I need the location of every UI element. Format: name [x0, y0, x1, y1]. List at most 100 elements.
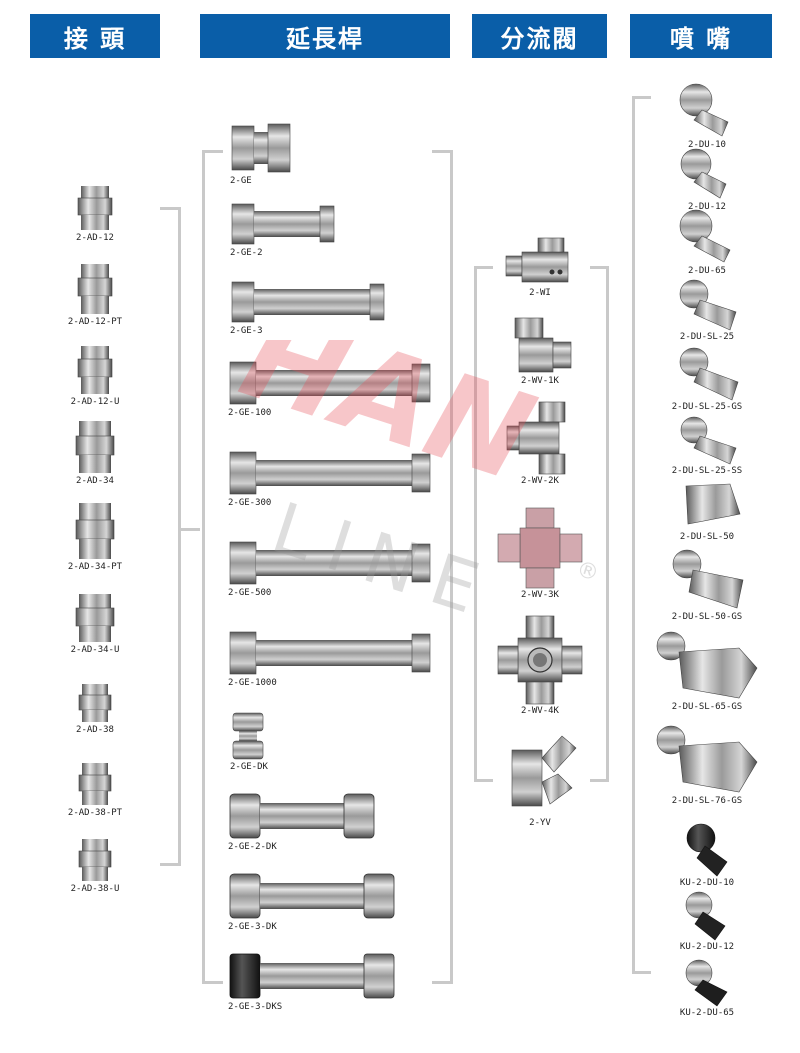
- product-label: 2-AD-34-PT: [67, 562, 123, 572]
- product-2-ge[interactable]: 2-GE: [230, 120, 300, 187]
- header-nozzles: 噴 嘴: [630, 14, 772, 58]
- product-label: 2-GE-2: [230, 248, 263, 258]
- extension-icon: [229, 361, 431, 405]
- manifolds-bracket-left: [474, 266, 493, 782]
- adapter-icon: [78, 684, 112, 722]
- adapter-icon: [78, 839, 112, 881]
- product-2-ad-34[interactable]: 2-AD-34: [50, 418, 140, 487]
- product-2-ad-34-u[interactable]: 2-AD-34-U: [50, 591, 140, 656]
- product-2-du-sl-65-gs[interactable]: 2-DU-SL-65-GS: [654, 628, 760, 713]
- nozzle-icon: [686, 823, 728, 877]
- product-ku-2-du-65[interactable]: KU-2-DU-65: [663, 958, 751, 1019]
- extension-icon: [232, 712, 264, 760]
- adapter-icon: [75, 503, 115, 559]
- product-2-wv-1k[interactable]: 2-WV-1K: [500, 316, 580, 387]
- product-2-ge-100[interactable]: 2-GE-100: [228, 358, 436, 419]
- product-2-du-sl-25-ss[interactable]: 2-DU-SL-25-SS: [663, 414, 751, 477]
- product-2-du-sl-25[interactable]: 2-DU-SL-25: [663, 276, 751, 343]
- product-2-ge-2-dk[interactable]: 2-GE-2-DK: [228, 790, 378, 853]
- product-2-ge-2[interactable]: 2-GE-2: [230, 200, 340, 259]
- product-label: 2-DU-SL-50: [679, 532, 735, 542]
- product-2-ad-38[interactable]: 2-AD-38: [50, 681, 140, 736]
- adapter-icon: [77, 264, 113, 314]
- product-2-ad-12[interactable]: 2-AD-12: [50, 183, 140, 244]
- product-label: 2-DU-12: [688, 202, 726, 212]
- product-2-du-sl-76-gs[interactable]: 2-DU-SL-76-GS: [654, 722, 760, 807]
- manifolds-bracket-right: [590, 266, 609, 782]
- product-label: 2-AD-12: [76, 233, 114, 243]
- extension-icon: [229, 873, 395, 919]
- product-2-wv-2k[interactable]: 2-WV-2K: [500, 400, 580, 487]
- nozzle-icon: [656, 631, 758, 699]
- product-2-ge-500[interactable]: 2-GE-500: [228, 538, 436, 599]
- product-2-ad-34-pt[interactable]: 2-AD-34-PT: [50, 500, 140, 573]
- nozzle-icon: [672, 549, 744, 609]
- product-label: 2-AD-38: [76, 725, 114, 735]
- product-2-du-sl-25-gs[interactable]: 2-DU-SL-25-GS: [663, 344, 751, 413]
- product-2-wv-3k[interactable]: 2-WV-3K: [496, 506, 584, 601]
- extension-icon: [229, 793, 375, 839]
- product-label: 2-YV: [529, 818, 551, 828]
- adapter-icon: [75, 594, 115, 642]
- product-2-du-12[interactable]: 2-DU-12: [663, 146, 751, 213]
- adapter-icon: [78, 763, 112, 805]
- product-2-wi[interactable]: 2-WI: [500, 236, 580, 299]
- adapters-connector: [178, 528, 200, 531]
- product-label: 2-GE: [230, 176, 252, 186]
- product-2-ge-1000[interactable]: 2-GE-1000: [228, 628, 436, 689]
- product-label: 2-GE-300: [228, 498, 272, 508]
- nozzle-icon: [679, 279, 737, 331]
- product-2-du-sl-50-gs[interactable]: 2-DU-SL-50-GS: [660, 546, 754, 623]
- nozzle-icon: [679, 347, 739, 401]
- product-2-wv-4k[interactable]: 2-WV-4K: [496, 614, 584, 717]
- extension-icon: [231, 281, 385, 323]
- product-label: 2-GE-1000: [228, 678, 277, 688]
- adapter-icon: [77, 346, 113, 394]
- header-adapters: 接 頭: [30, 14, 160, 58]
- manifold-icon: [511, 735, 577, 807]
- product-label: 2-AD-12-PT: [67, 317, 123, 327]
- product-label: 2-DU-SL-25-GS: [671, 402, 743, 412]
- product-2-yv[interactable]: 2-YV: [500, 730, 580, 829]
- product-2-ge-300[interactable]: 2-GE-300: [228, 448, 436, 509]
- product-2-ge-3-dk[interactable]: 2-GE-3-DK: [228, 870, 398, 933]
- product-label: KU-2-DU-10: [679, 878, 735, 888]
- nozzle-icon: [685, 891, 726, 941]
- nozzles-bracket: [632, 96, 651, 974]
- product-ku-2-du-10[interactable]: KU-2-DU-10: [663, 822, 751, 889]
- adapters-bracket: [160, 207, 181, 866]
- product-2-du-65[interactable]: 2-DU-65: [663, 206, 751, 277]
- product-label: 2-DU-10: [688, 140, 726, 150]
- product-2-du-10[interactable]: 2-DU-10: [663, 80, 751, 151]
- product-2-ge-dk[interactable]: 2-GE-DK: [230, 710, 270, 773]
- extensions-bracket-right: [432, 150, 453, 984]
- product-label: 2-DU-SL-50-GS: [671, 612, 743, 622]
- extension-icon: [229, 953, 395, 999]
- product-label: 2-GE-3-DKS: [228, 1002, 283, 1012]
- nozzle-icon: [680, 416, 737, 465]
- product-label: 2-AD-38-U: [70, 884, 120, 894]
- nozzle-icon: [685, 959, 728, 1007]
- product-2-ge-3-dks[interactable]: 2-GE-3-DKS: [228, 950, 398, 1013]
- product-label: 2-GE-2-DK: [228, 842, 277, 852]
- product-2-du-sl-50[interactable]: 2-DU-SL-50: [663, 480, 751, 543]
- product-ku-2-du-12[interactable]: KU-2-DU-12: [663, 890, 751, 953]
- manifold-icon: [514, 317, 572, 373]
- product-label: 2-DU-65: [688, 266, 726, 276]
- product-2-ad-38-u[interactable]: 2-AD-38-U: [50, 836, 140, 895]
- adapter-icon: [75, 421, 115, 473]
- nozzle-icon: [685, 483, 741, 525]
- product-label: 2-DU-SL-65-GS: [671, 702, 743, 712]
- product-label: 2-WV-4K: [521, 706, 559, 716]
- product-label: 2-WV-1K: [521, 376, 559, 386]
- product-label: 2-DU-SL-25-SS: [671, 466, 743, 476]
- manifold-icon: [497, 507, 583, 589]
- extension-icon: [229, 451, 431, 495]
- product-2-ad-12-pt[interactable]: 2-AD-12-PT: [50, 261, 140, 328]
- extension-icon: [231, 203, 335, 245]
- manifold-icon: [505, 237, 569, 283]
- product-2-ge-3[interactable]: 2-GE-3: [230, 278, 390, 337]
- product-2-ad-12-u[interactable]: 2-AD-12-U: [50, 343, 140, 408]
- product-label: KU-2-DU-12: [679, 942, 735, 952]
- product-2-ad-38-pt[interactable]: 2-AD-38-PT: [50, 760, 140, 819]
